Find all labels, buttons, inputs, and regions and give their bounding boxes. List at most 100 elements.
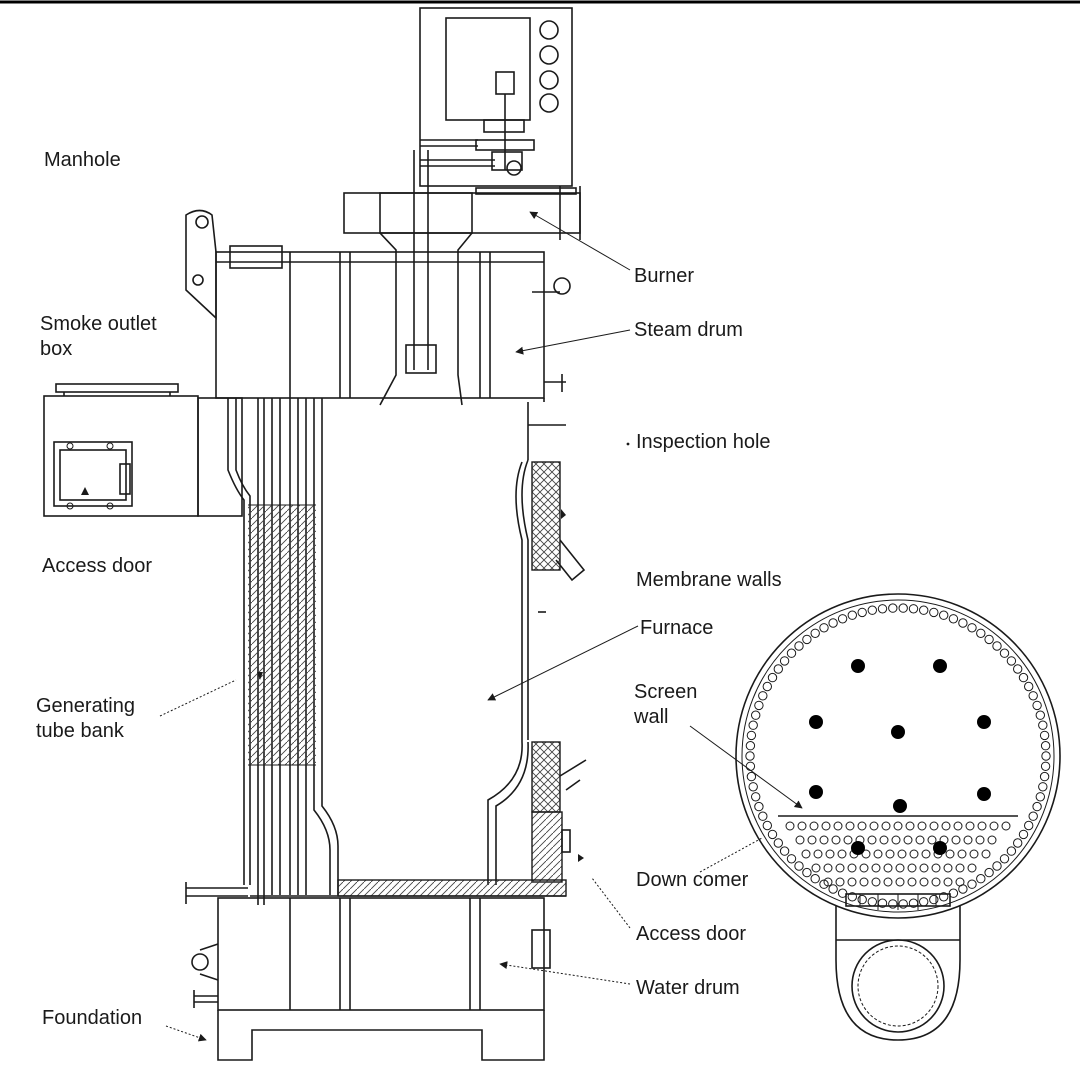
ring-tube [1039,730,1050,741]
ring-tube [939,610,949,620]
leader-lines [159,211,803,1042]
ring-tube [1018,829,1029,840]
ring-tube [908,604,919,614]
water-drum-body [185,882,551,1061]
bank-tube [969,849,979,859]
screen-bank-tubes [785,821,1011,887]
bank-tube [987,835,997,845]
bank-tube [809,821,819,831]
ring-tube [958,618,968,628]
label-burner: Burner [634,265,695,287]
control-cabinet [419,7,577,195]
label-furnace: Furnace [640,617,714,639]
ring-tube [847,610,857,620]
bank-tube [977,821,987,831]
ring-tube [779,846,790,856]
bank-tube [909,849,919,859]
ring-tube [1041,751,1051,761]
label-foundation: Foundation [42,1007,143,1029]
ring-tube [837,614,848,624]
ring-tube [1013,664,1023,674]
ring-tube [748,782,758,792]
bank-tube [919,863,929,873]
ring-tube [1018,672,1029,683]
ring-tube [1024,681,1034,692]
ring-tube [1038,782,1048,792]
label-membrane-walls: Membrane walls [636,569,782,591]
bank-tube [811,863,821,873]
ring-tube [1006,656,1017,666]
bank-tube [847,863,857,873]
burner-assembly [343,71,581,406]
ring-tube [762,681,772,692]
ring-tube [802,867,812,878]
smoke-outlet-box [43,383,243,517]
bank-tube [819,835,829,845]
bank-tube [881,821,891,831]
ring-tube [754,700,764,711]
ring-tube [802,634,812,645]
bank-tube [905,821,915,831]
ring-tube [867,605,877,615]
ring-tube [767,829,778,840]
bank-tube [871,863,881,873]
ring-tube [919,605,929,615]
ring-tube [888,899,898,909]
ring-tube [1028,691,1038,701]
ring-tube [819,623,829,633]
ring-tube [992,641,1002,651]
bank-tube [945,849,955,859]
ring-tube [828,884,838,894]
ring-tube [745,741,756,751]
bank-tube [915,835,925,845]
bank-tube [879,835,889,845]
bank-tube [1001,821,1011,831]
tube-ring [745,603,1051,909]
bank-tube [895,863,905,873]
cross-section [735,593,1061,1041]
ring-tube [888,603,898,613]
ring-tube [1024,820,1034,831]
label-access-door-right: Access door [636,923,747,945]
bank-tube [883,877,893,887]
bank-tube [871,877,881,887]
ring-tube [929,607,939,618]
bank-tube [903,835,913,845]
ring-tube [1035,710,1046,720]
ring-tube [1035,792,1046,802]
ring-tube [1013,838,1023,848]
bank-tube [931,877,941,887]
bank-tube [801,849,811,859]
bank-tube [857,821,867,831]
ring-tube [828,618,838,628]
ring-tube [754,801,764,812]
ring-tube [976,874,986,884]
ring-tube [773,664,783,674]
bank-tube [955,877,965,887]
ring-tube [1038,720,1048,730]
bank-tube [867,835,877,845]
bank-tube [907,877,917,887]
ring-tube [877,604,888,614]
bank-tube [967,863,977,873]
bank-tube [873,849,883,859]
bank-tube [931,863,941,873]
generating-tube-bank [227,398,339,905]
bank-tube [917,821,927,831]
bank-tube [943,877,953,887]
label-steam-drum: Steam drum [634,319,743,341]
ring-tube [746,771,757,782]
bank-tube [897,849,907,859]
bank-tube [835,863,845,873]
ring-tube [758,811,768,821]
bank-tube [835,877,845,887]
label-manhole: Manhole [44,149,121,171]
ring-tube [745,761,756,771]
ring-tube [748,720,758,730]
ring-tube [810,874,820,884]
ring-tube [746,730,757,741]
bank-tube [957,849,967,859]
label-water-drum: Water drum [636,977,740,999]
label-access-door-left: Access door [42,555,153,577]
